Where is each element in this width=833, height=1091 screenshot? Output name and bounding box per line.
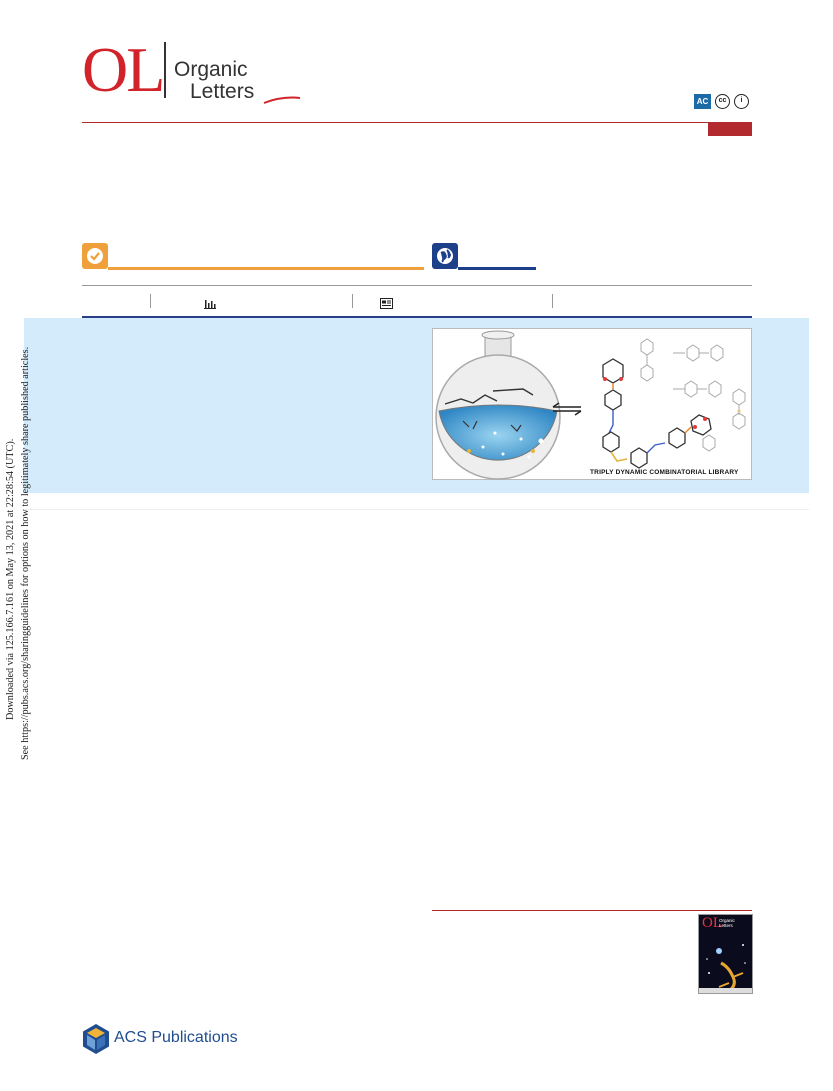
globe-icon: [432, 243, 458, 269]
check-icon: [82, 243, 108, 269]
cover-title-line2: Letters: [719, 923, 733, 928]
section-rule: [24, 509, 809, 510]
download-notice-line2[interactable]: See https://pubs.acs.org/sharingguidelin…: [19, 346, 31, 760]
free-access-rule: [458, 267, 536, 270]
toc-graphic-caption: TRIPLY DYNAMIC COMBINATORIAL LIBRARY: [590, 469, 739, 476]
download-notice: Downloaded via 125.166.7.161 on May 13, …: [4, 320, 38, 760]
toc-graphic[interactable]: [432, 328, 752, 480]
journal-logo[interactable]: OL Organic Letters: [82, 38, 302, 104]
logo-divider: [164, 42, 166, 98]
cc-icon[interactable]: cc: [715, 94, 730, 109]
bar-chart-icon[interactable]: [204, 296, 216, 314]
metrics-bottom-rule: [82, 316, 752, 318]
metrics-separator: [352, 294, 353, 308]
cc-by-icon[interactable]: i: [734, 94, 749, 109]
logo-swoosh-icon: [263, 96, 301, 104]
toc-graphic-illustration: [435, 330, 746, 480]
article-recommendations-icon[interactable]: [380, 296, 393, 314]
license-icons: AC cc i: [694, 94, 749, 109]
acs-authorchoice-icon[interactable]: AC: [694, 94, 711, 109]
cover-abbrev: OL: [702, 915, 722, 931]
header-rule: [82, 122, 752, 123]
cover-header: OL Organic Letters: [699, 915, 752, 933]
metrics-separator: [150, 294, 151, 308]
publisher-name: ACS Publications: [114, 1029, 238, 1046]
download-notice-line1: Downloaded via 125.166.7.161 on May 13, …: [5, 438, 16, 720]
metrics-top-rule: [82, 285, 752, 286]
open-access-rule: [108, 267, 424, 270]
journal-logo-abbrev: OL: [82, 34, 165, 105]
metrics-separator: [552, 294, 553, 308]
journal-name-line2: Letters: [190, 80, 255, 103]
cover-title: Organic Letters: [719, 918, 735, 928]
cover-art: [706, 944, 746, 993]
acs-hexagon-icon: [83, 1024, 109, 1054]
header-tab: [708, 123, 752, 136]
cover-footer: [699, 988, 752, 993]
journal-cover-thumbnail[interactable]: OL Organic Letters: [698, 914, 753, 994]
journal-name-line1: Organic: [174, 58, 248, 81]
acs-publications-logo[interactable]: ACS Publications: [80, 1023, 250, 1057]
cover-title-line1: Organic: [719, 918, 735, 923]
cover-rule: [432, 910, 752, 911]
